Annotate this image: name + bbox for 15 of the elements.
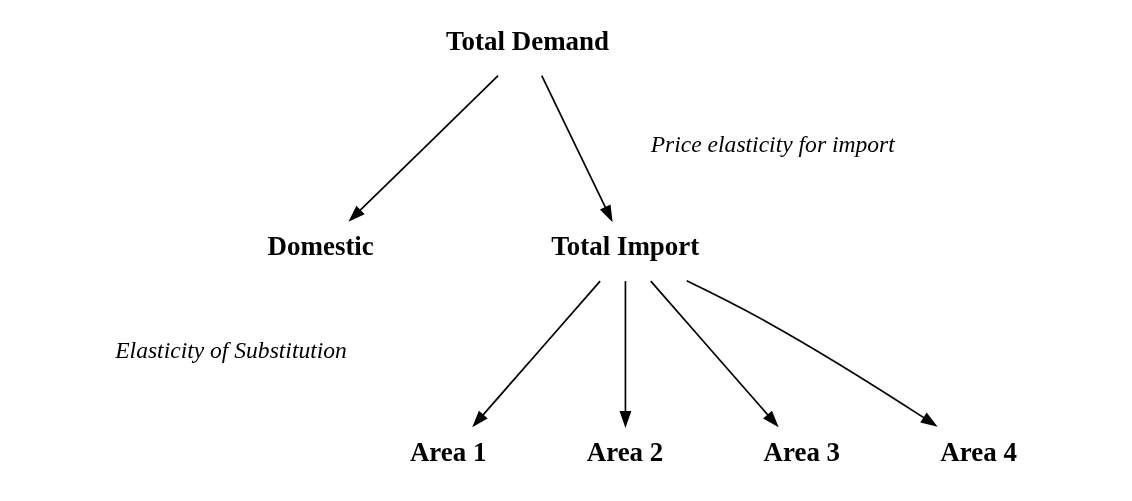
- node-text: Area 1: [409, 436, 486, 467]
- node-text: Total Demand: [445, 25, 609, 56]
- label: Elasticity of Substitution: [114, 336, 347, 363]
- arrow: [685, 279, 938, 427]
- node-text: Area 3: [763, 436, 840, 467]
- node-text: Area 4: [939, 436, 1017, 467]
- node-text: Area 2: [586, 436, 663, 467]
- arrow: [347, 74, 499, 222]
- arrow: [649, 280, 779, 428]
- label: Price elasticity for import: [650, 131, 895, 158]
- node-text: Domestic: [267, 231, 374, 262]
- arrow: [540, 74, 613, 223]
- node-text: Total Import: [550, 231, 699, 262]
- arrow: [471, 280, 601, 428]
- arrow: [619, 280, 631, 428]
